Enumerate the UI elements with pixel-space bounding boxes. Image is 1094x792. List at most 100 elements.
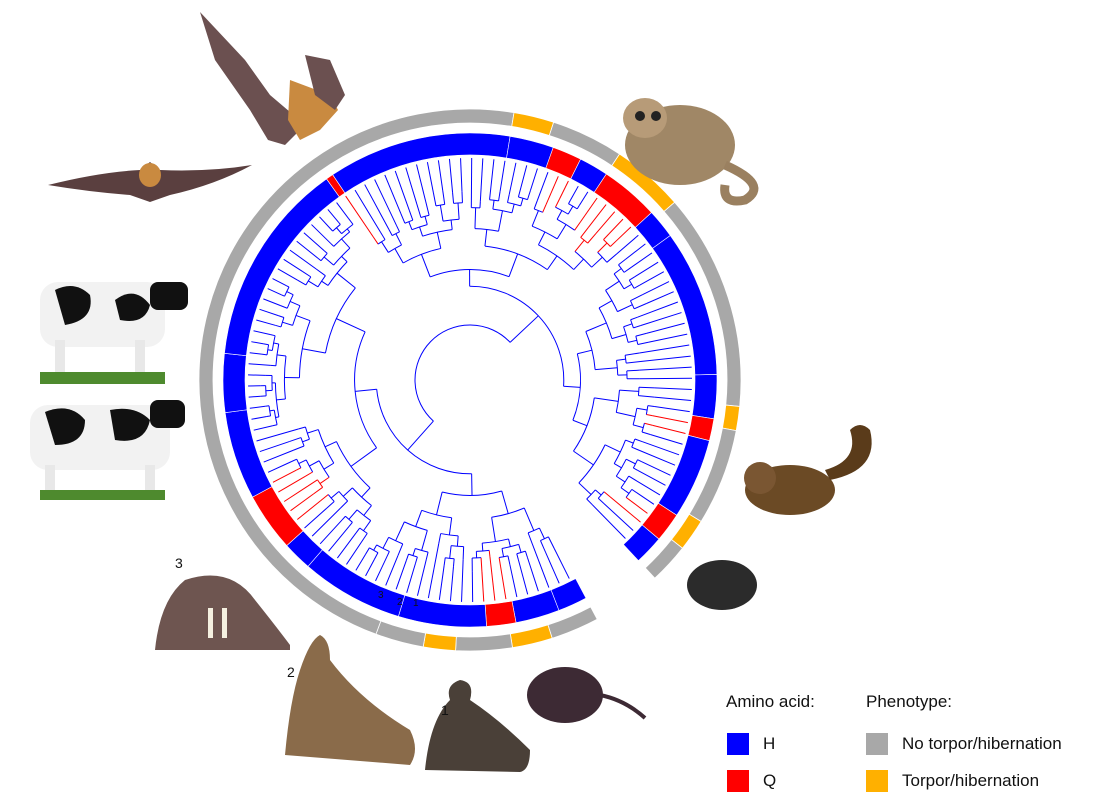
h-branch xyxy=(249,352,262,355)
h-branch-arc xyxy=(271,335,276,351)
phenotype-ring-segment xyxy=(509,624,553,649)
h-branch-arc xyxy=(268,405,272,416)
h-branch-arc xyxy=(411,224,428,231)
h-branch xyxy=(595,367,618,371)
q-branch xyxy=(595,211,616,234)
h-branch xyxy=(573,450,594,466)
h-branch xyxy=(438,533,442,544)
h-branch xyxy=(253,330,271,336)
h-branch xyxy=(273,342,279,345)
amino-ring-segment xyxy=(691,374,718,420)
h-branch xyxy=(341,255,348,263)
h-branch xyxy=(556,210,563,220)
fur-seal-number-label: 1 xyxy=(441,702,449,718)
h-branch-arc xyxy=(335,441,371,489)
h-branch xyxy=(386,551,390,558)
q-branch xyxy=(313,486,323,495)
h-branch xyxy=(573,258,584,270)
h-branch-arc xyxy=(527,527,540,534)
h-branch xyxy=(426,162,434,193)
h-branch xyxy=(276,354,287,357)
h-branch xyxy=(498,210,503,232)
h-branch xyxy=(449,545,452,559)
h-branch xyxy=(520,165,528,188)
h-branch xyxy=(527,532,533,545)
h-branch-arc xyxy=(556,218,575,231)
h-branch-arc xyxy=(618,264,625,273)
h-branch xyxy=(297,279,307,286)
h-branch xyxy=(336,227,343,234)
h-branch xyxy=(531,543,550,588)
h-branch xyxy=(616,358,626,361)
h-branch xyxy=(341,515,346,521)
h-branch-arc xyxy=(629,300,635,310)
h-branch-arc xyxy=(476,549,490,552)
sea-lion-icon xyxy=(285,635,415,765)
h-branch xyxy=(442,190,446,205)
h-branch xyxy=(408,210,414,221)
h-branch xyxy=(405,553,410,561)
q-branch xyxy=(554,198,560,208)
h-branch xyxy=(484,229,488,247)
h-branch xyxy=(420,254,431,278)
h-branch xyxy=(373,544,378,551)
h-branch xyxy=(364,184,390,230)
h-branch-arc xyxy=(280,317,285,328)
squirrel-icon xyxy=(744,425,872,515)
h-branch xyxy=(613,268,622,275)
h-branch xyxy=(326,501,335,509)
q-branch xyxy=(625,496,632,502)
h-branch-arc xyxy=(376,389,472,475)
legend-item-h: H xyxy=(727,733,775,755)
h-branch xyxy=(425,201,430,216)
q-branch xyxy=(615,226,632,242)
h-branch xyxy=(394,248,404,264)
h-branch xyxy=(492,200,495,210)
h-branch xyxy=(623,323,633,328)
mouse-lemur-icon xyxy=(623,98,759,206)
h-branch xyxy=(323,462,335,470)
h-branch xyxy=(637,459,642,463)
h-branch xyxy=(309,460,320,467)
q-branch xyxy=(498,557,502,567)
h-branch xyxy=(630,316,639,321)
amino-ring-segment xyxy=(484,600,517,627)
h-branch xyxy=(267,288,282,296)
h-branch xyxy=(636,480,661,496)
h-branch xyxy=(646,291,674,304)
h-branch xyxy=(639,271,665,286)
h-branch xyxy=(641,461,671,476)
h-branch xyxy=(597,497,605,504)
q-branch xyxy=(603,491,611,498)
legend-item-q: Q xyxy=(727,770,776,792)
h-branch xyxy=(654,396,692,402)
h-branch xyxy=(364,547,370,555)
h-branch xyxy=(633,325,641,329)
h-branch-arc xyxy=(534,208,543,213)
q-branch xyxy=(480,557,483,572)
h-branch-arc xyxy=(298,320,311,378)
h-branch xyxy=(363,533,368,539)
phenotype-ring-segment xyxy=(198,108,515,635)
h-branch xyxy=(576,205,580,210)
h-branch xyxy=(654,387,692,390)
h-branch xyxy=(509,315,539,343)
h-branch xyxy=(263,343,269,346)
h-branch-arc xyxy=(442,218,460,222)
h-branch xyxy=(327,209,339,223)
h-branch xyxy=(637,301,679,318)
q-branch xyxy=(320,494,329,502)
h-branch-arc xyxy=(338,491,349,502)
h-branch xyxy=(432,192,437,206)
h-branch xyxy=(629,276,636,281)
q-branch xyxy=(345,195,374,238)
q-branch xyxy=(630,500,648,514)
h-branch xyxy=(375,556,388,582)
q-branch xyxy=(580,227,589,238)
h-branch xyxy=(633,284,641,289)
h-branch-arc xyxy=(300,437,305,447)
h-branch xyxy=(295,314,311,322)
mole-icon xyxy=(687,560,757,610)
h-branch-arc xyxy=(404,219,413,224)
